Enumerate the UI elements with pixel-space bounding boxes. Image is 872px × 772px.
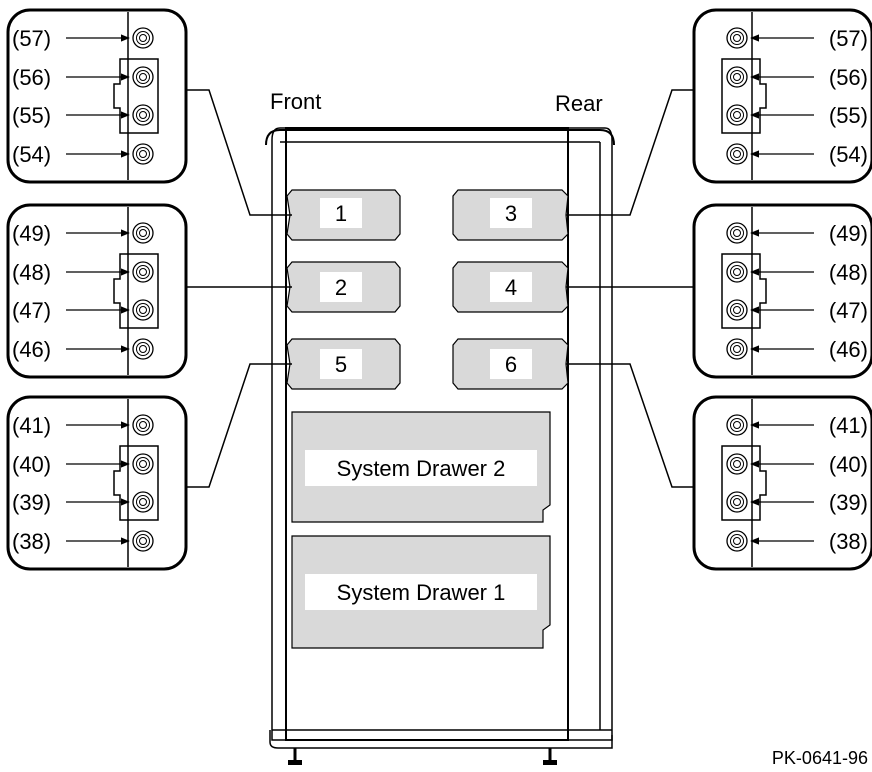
callout-label: (41) <box>829 413 868 438</box>
callout-label: (48) <box>12 260 51 285</box>
connector-icon <box>132 222 154 244</box>
callout-label: (55) <box>12 103 51 128</box>
module-2-label: 2 <box>335 275 347 300</box>
right-foot <box>543 748 557 765</box>
callout-front-1: (57) (56) (55) (54) <box>6 8 188 184</box>
callout-label: (57) <box>12 26 51 51</box>
connector-icon <box>132 453 154 475</box>
connector-icon <box>132 104 154 126</box>
connector-icon <box>132 66 154 88</box>
callout-label: (49) <box>829 221 868 246</box>
callout-label: (49) <box>12 221 51 246</box>
connector-icon <box>726 143 748 165</box>
callout-label: (55) <box>829 103 868 128</box>
callout-rear-2: (49) (48) (47) (46) <box>692 203 872 379</box>
callout-label: (40) <box>829 452 868 477</box>
connector-icon <box>726 530 748 552</box>
left-foot <box>288 748 302 765</box>
module-4: 4 <box>452 261 569 313</box>
connector-icon <box>726 299 748 321</box>
connector-icon <box>726 104 748 126</box>
callout-label: (54) <box>829 142 868 167</box>
module-6: 6 <box>452 338 569 390</box>
callout-label: (38) <box>829 529 868 554</box>
connector-icon <box>132 143 154 165</box>
connector-icon <box>726 453 748 475</box>
connector-icon <box>726 491 748 513</box>
callout-front-2: (49) (48) (47) (46) <box>6 203 188 379</box>
module-3-label: 3 <box>505 201 517 226</box>
callout-label: (41) <box>12 413 51 438</box>
module-1-label: 1 <box>335 201 347 226</box>
connector-icon <box>132 27 154 49</box>
system-drawer-2: System Drawer 2 <box>291 411 551 523</box>
callout-label: (39) <box>829 490 868 515</box>
callout-label: (46) <box>829 337 868 362</box>
callout-label: (46) <box>12 337 51 362</box>
module-2: 2 <box>286 261 401 313</box>
connector-icon <box>726 66 748 88</box>
connector-icon <box>726 338 748 360</box>
module-6-label: 6 <box>505 352 517 377</box>
callout-label: (56) <box>12 65 51 90</box>
module-3: 3 <box>452 189 569 241</box>
callout-label: (57) <box>829 26 868 51</box>
connector-icon <box>132 261 154 283</box>
connector-icon <box>132 299 154 321</box>
system-drawer-1-label: System Drawer 1 <box>337 580 506 605</box>
connector-icon <box>132 491 154 513</box>
callout-label: (47) <box>12 298 51 323</box>
system-drawer-1: System Drawer 1 <box>291 535 551 649</box>
front-label: Front <box>270 89 321 114</box>
connector-icon <box>726 27 748 49</box>
module-1: 1 <box>286 189 401 241</box>
callout-label: (54) <box>12 142 51 167</box>
callout-label: (56) <box>829 65 868 90</box>
callout-front-3: (41) (40) (39) (38) <box>6 395 188 571</box>
connector-icon <box>726 414 748 436</box>
connector-icon <box>132 530 154 552</box>
connector-icon <box>726 261 748 283</box>
connector-icon <box>132 414 154 436</box>
leader-lines <box>184 89 696 488</box>
callout-label: (48) <box>829 260 868 285</box>
figure-code: PK-0641-96 <box>772 748 868 768</box>
module-5: 5 <box>286 338 401 390</box>
callout-label: (39) <box>12 490 51 515</box>
callout-rear-1: (57) (56) (55) (54) <box>692 8 872 184</box>
callout-boxes: (57) (56) (55) (54) (49) (48) (47) (46) (41) (40)… <box>6 8 872 571</box>
callout-label: (38) <box>12 529 51 554</box>
system-drawer-2-label: System Drawer 2 <box>337 456 506 481</box>
rear-label: Rear <box>555 91 603 116</box>
callout-rear-3: (41) (40) (39) (38) <box>692 395 872 571</box>
module-4-label: 4 <box>505 275 517 300</box>
callout-label: (47) <box>829 298 868 323</box>
connector-icon <box>132 338 154 360</box>
module-5-label: 5 <box>335 352 347 377</box>
callout-label: (40) <box>12 452 51 477</box>
connector-icon <box>726 222 748 244</box>
